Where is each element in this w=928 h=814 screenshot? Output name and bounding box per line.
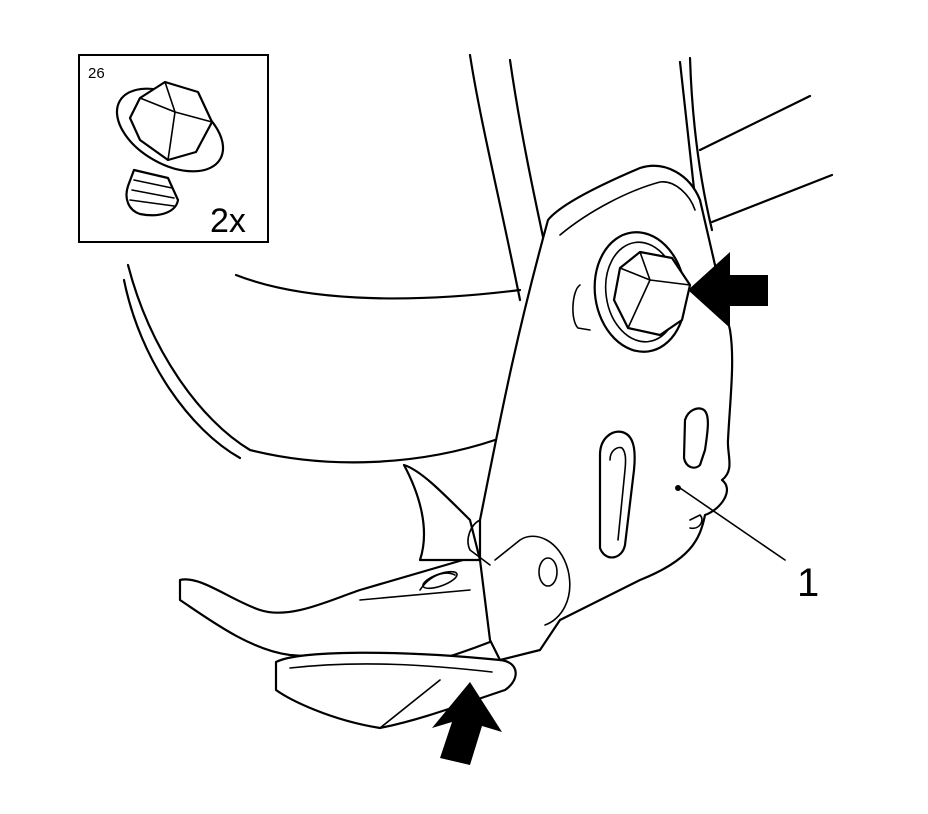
arrow-left-icon	[688, 252, 768, 328]
hinge-bolt	[572, 231, 692, 353]
callout-label-1: 1	[797, 561, 819, 605]
flange-bolt-icon	[115, 80, 225, 217]
inset-quantity: 2x	[210, 202, 246, 240]
inset-ref-code: 26	[88, 65, 105, 82]
arrow-up-icon	[432, 682, 502, 765]
seat-track	[178, 463, 517, 730]
seat-frame	[122, 53, 834, 464]
callout-1: 1	[679, 487, 819, 605]
bolt-inset: 26 2x	[78, 54, 269, 243]
